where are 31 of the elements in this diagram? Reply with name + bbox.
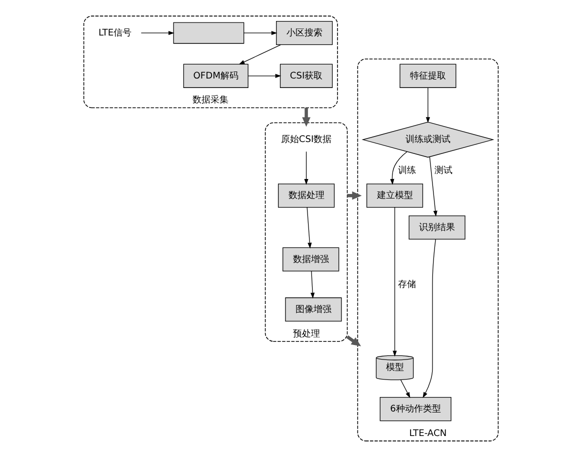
arrow (306, 207, 312, 249)
arrow (392, 207, 397, 357)
node-box (173, 22, 244, 44)
arrow (140, 30, 174, 36)
node-box: 6种动作类型 (380, 397, 452, 422)
arrow (248, 74, 282, 78)
node-box: 图像增强 (285, 297, 342, 322)
arrow (304, 151, 308, 185)
arrow (244, 30, 278, 36)
arrow (238, 44, 281, 64)
arrow (310, 270, 315, 299)
node-box: 数据增强 (282, 247, 340, 272)
node-box: 小区搜索 (276, 20, 333, 46)
edge-label: 存储 (398, 280, 416, 290)
node-box: 数据处理 (278, 184, 335, 208)
node-box: 特征提取 (400, 64, 456, 88)
node-text: LTE信号 (98, 28, 132, 38)
node-text: 原始CSI数据 (280, 135, 332, 146)
edge-label: 训练 (398, 166, 416, 176)
arrow (390, 151, 408, 185)
arrow (400, 380, 410, 398)
node-box: OFDM解码 (183, 64, 248, 88)
node-box: 建立模型 (366, 184, 424, 208)
node-diamond: 训练或测试 (362, 122, 494, 158)
arrow (302, 108, 310, 127)
arrow (426, 87, 430, 124)
node-box: CSI获取 (280, 64, 333, 88)
node-box: 识别结果 (408, 215, 466, 240)
arrow (429, 156, 438, 217)
arrow (422, 239, 436, 398)
edge-label: 测试 (434, 166, 453, 176)
